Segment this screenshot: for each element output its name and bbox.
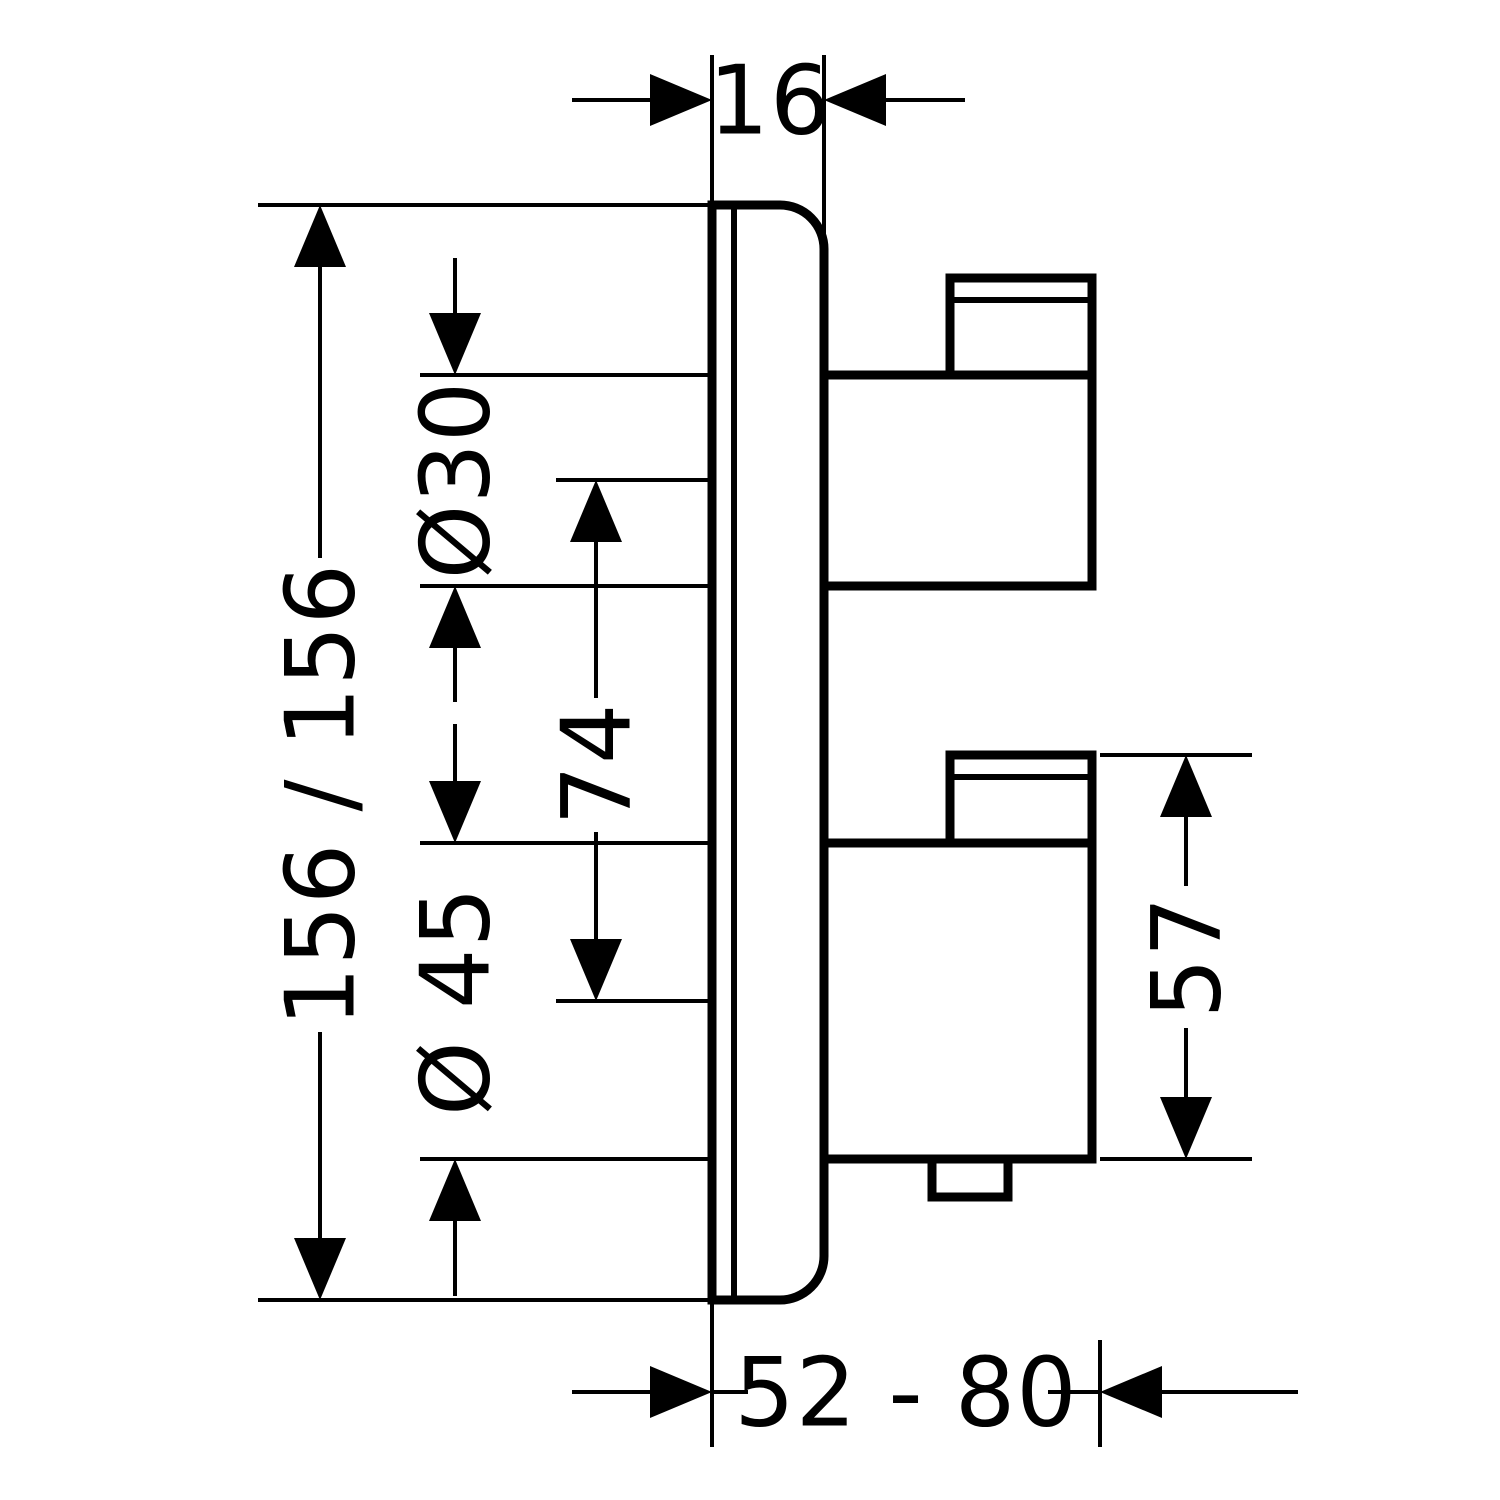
dimension-arrows bbox=[294, 74, 1212, 1418]
dim-depth-right-arrow bbox=[1100, 1366, 1162, 1418]
dim-d30-bottom-arrow bbox=[429, 586, 481, 648]
dim-label-plate-thickness: 16 bbox=[709, 46, 832, 156]
dim-57-top-arrow bbox=[1160, 755, 1212, 817]
bottom-handle-tab bbox=[927, 1154, 1013, 1202]
dim-156-bottom-arrow bbox=[294, 1238, 346, 1300]
dim-label-top-handle-diameter: Ø30 bbox=[401, 381, 511, 580]
dim-label-plate-size: 156 / 156 bbox=[266, 563, 376, 1027]
dim-d45-top-arrow bbox=[429, 781, 481, 843]
fixture bbox=[707, 200, 1097, 1305]
dim-57-bottom-arrow bbox=[1160, 1097, 1212, 1159]
dim-label-installation-depth-range: 52 - 80 bbox=[734, 1338, 1077, 1448]
dim-16-right-arrow bbox=[824, 74, 886, 126]
dim-74-top-arrow bbox=[570, 480, 622, 542]
dim-depth-left-arrow bbox=[650, 1366, 712, 1418]
bottom-handle-body bbox=[819, 838, 1097, 1164]
top-handle-body bbox=[819, 370, 1097, 591]
top-handle-knob bbox=[945, 273, 1097, 380]
wall-plate-outline bbox=[707, 200, 829, 1305]
bottom-handle-knob bbox=[945, 750, 1097, 848]
dim-74-bottom-arrow bbox=[570, 939, 622, 1001]
dim-d45-bottom-arrow bbox=[429, 1159, 481, 1221]
dim-label-handle-center-distance: 74 bbox=[542, 703, 652, 826]
dim-d30-top-arrow bbox=[429, 313, 481, 375]
dim-label-bottom-handle-diameter: Ø 45 bbox=[401, 886, 511, 1116]
dimension-lines bbox=[318, 98, 1298, 1394]
dim-156-top-arrow bbox=[294, 205, 346, 267]
dim-16-left-arrow bbox=[650, 74, 712, 126]
dim-label-bottom-handle-height: 57 bbox=[1132, 896, 1242, 1019]
dimension-labels: 16 156 / 156 Ø30 74 Ø 45 57 52 - 80 bbox=[266, 46, 1242, 1448]
